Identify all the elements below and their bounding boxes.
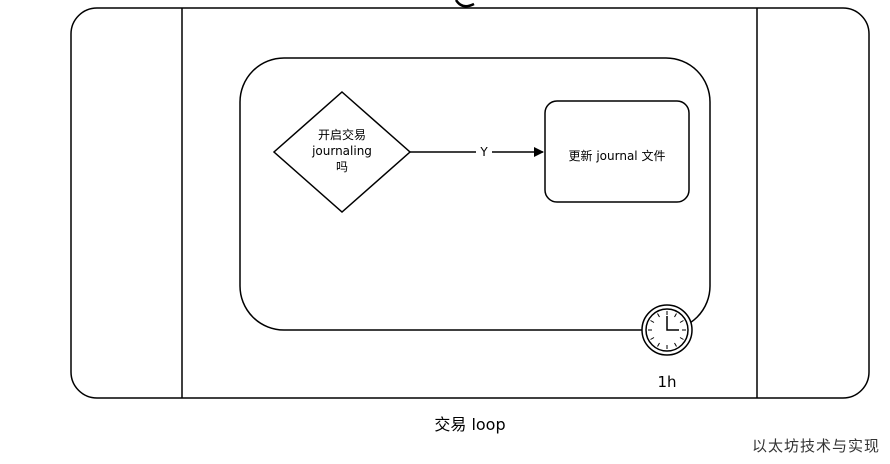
decision-diamond	[272, 90, 412, 214]
loop-caption: 交易 loop	[434, 415, 505, 434]
outer-loop-container	[70, 7, 870, 399]
decision-label-line1: 开启交易	[318, 127, 366, 142]
update-journal-task	[544, 100, 690, 203]
incoming-edge	[454, 0, 475, 8]
decision-label-line3: 吗	[336, 160, 348, 174]
update-journal-task-label: 更新 journal 文件	[569, 148, 666, 163]
edge-label-background	[476, 144, 492, 158]
timer-clock-icon	[641, 304, 693, 356]
decision-label-line2: journaling	[311, 144, 372, 158]
inner-subprocess	[239, 57, 711, 331]
edge-label-yes: Y	[479, 145, 488, 159]
timer-label: 1h	[657, 373, 676, 391]
watermark: 以太坊技术与实现	[751, 437, 880, 455]
